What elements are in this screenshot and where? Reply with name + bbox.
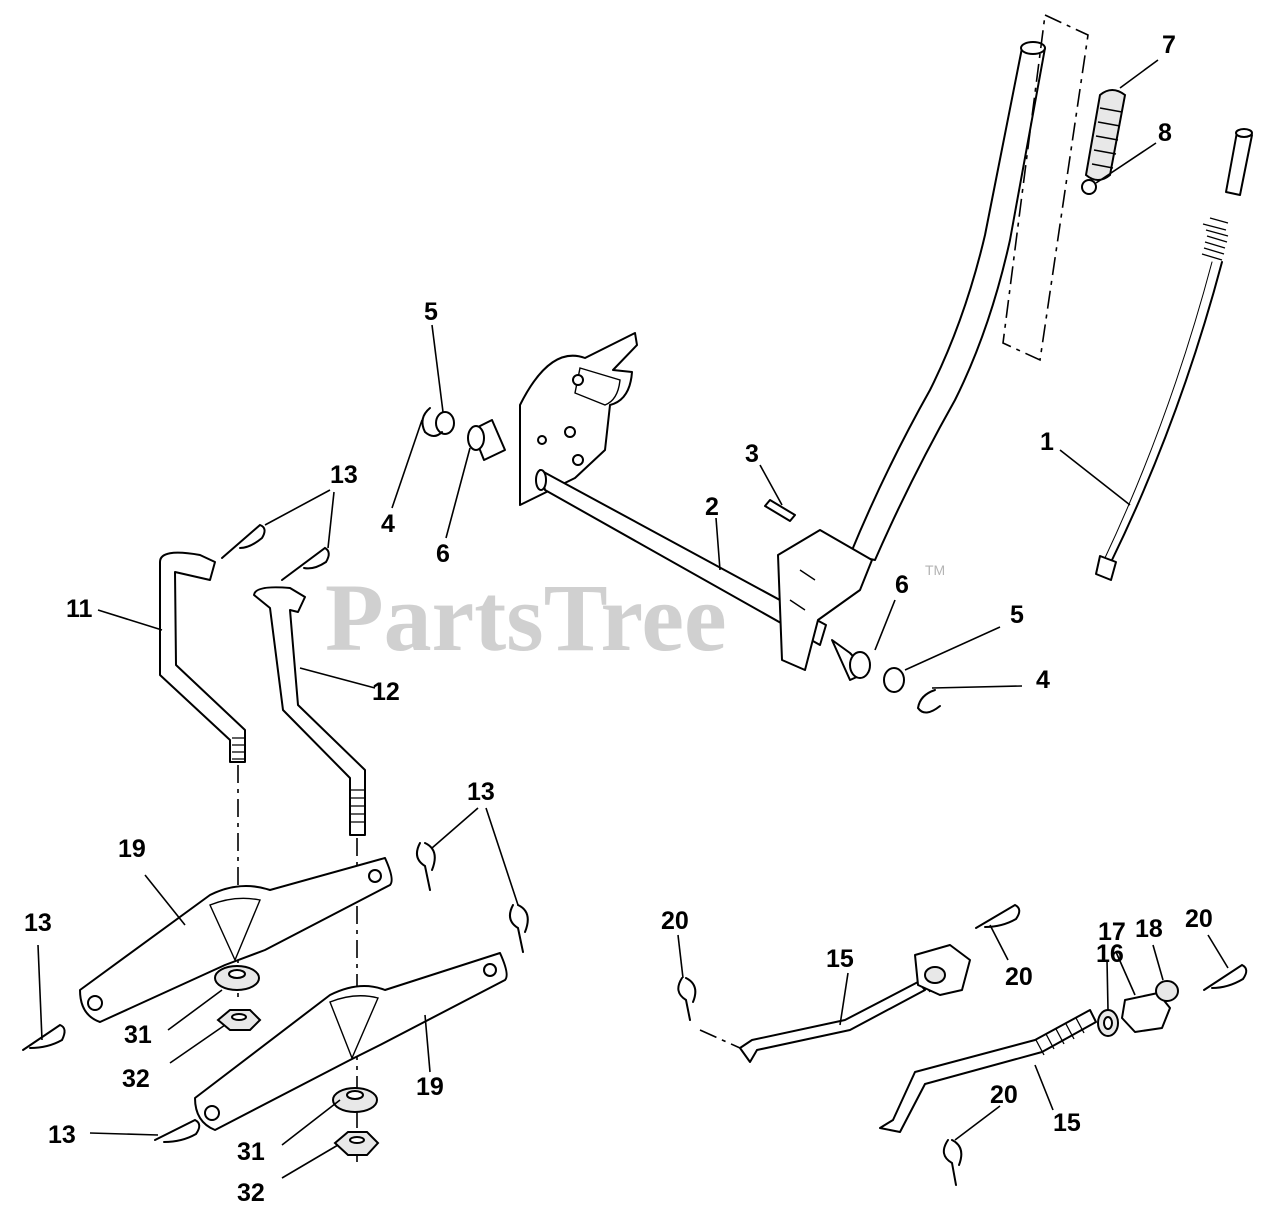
bushing-left[interactable] — [467, 419, 506, 461]
callout-13a: 13 — [330, 461, 358, 489]
handle-outline — [1002, 13, 1089, 362]
hair-pin-top-1[interactable] — [221, 523, 266, 559]
callout-6b: 6 — [895, 571, 909, 599]
handle-ball[interactable] — [1081, 179, 1097, 195]
callout-13c: 13 — [24, 909, 52, 937]
callout-19b: 19 — [416, 1073, 444, 1101]
shaft-bracket — [777, 529, 873, 671]
washer-right[interactable] — [883, 667, 905, 693]
callout-2: 2 — [705, 493, 719, 521]
nut-18[interactable] — [1155, 980, 1179, 1002]
callout-31b: 31 — [237, 1138, 265, 1166]
callout-16: 16 — [1096, 940, 1124, 968]
lift-arm-lower[interactable] — [194, 952, 508, 1131]
callout-12: 12 — [372, 678, 400, 706]
hitch-pin-3[interactable] — [1203, 963, 1248, 991]
watermark: PartsTree TM — [325, 562, 945, 671]
hitch-pin-4[interactable] — [942, 1139, 963, 1186]
callout-13d: 13 — [48, 1121, 76, 1149]
lift-handle[interactable] — [849, 41, 1046, 561]
pivot-plate — [519, 332, 638, 506]
pin[interactable] — [764, 499, 796, 522]
leader-lines — [37, 59, 1229, 1179]
callout-4a: 4 — [381, 510, 395, 538]
callout-11: 11 — [66, 595, 93, 623]
callout-17: 17 — [1098, 918, 1126, 946]
callout-20a: 20 — [661, 907, 689, 935]
callout-15b: 15 — [1053, 1109, 1081, 1137]
hitch-pin-1[interactable] — [677, 977, 697, 1021]
callout-32b: 32 — [237, 1179, 265, 1207]
lift-cable[interactable] — [1095, 128, 1253, 581]
hair-pin-left[interactable] — [22, 1023, 66, 1051]
lift-arm-upper[interactable] — [79, 857, 393, 1023]
handle-grip[interactable] — [1084, 89, 1127, 181]
callout-20c: 20 — [1185, 905, 1213, 933]
watermark-tm: TM — [925, 562, 945, 578]
adjuster-link-upper[interactable] — [739, 944, 971, 1063]
callout-3: 3 — [745, 440, 759, 468]
lift-link-12[interactable] — [253, 586, 366, 836]
callout-20d: 20 — [990, 1081, 1018, 1109]
hair-pin-mid-2[interactable] — [508, 904, 529, 953]
clip-right[interactable] — [916, 689, 941, 714]
callout-18: 18 — [1135, 915, 1163, 943]
callout-7: 7 — [1162, 31, 1176, 59]
bushing-right[interactable] — [831, 639, 871, 681]
callout-15a: 15 — [826, 945, 854, 973]
hair-pin-bottom[interactable] — [154, 1118, 201, 1143]
watermark-brand: PartsTree — [325, 564, 727, 671]
callout-labels: 7 8 1 2 3 5 4 6 13 11 12 6 5 4 13 19 13 … — [24, 31, 1213, 1207]
callout-5b: 5 — [1010, 601, 1024, 629]
lift-link-11[interactable] — [159, 551, 246, 763]
callout-8: 8 — [1158, 119, 1172, 147]
callout-1: 1 — [1040, 428, 1054, 456]
callout-5a: 5 — [424, 298, 438, 326]
hitch-pin-2[interactable] — [975, 903, 1021, 929]
washer-left[interactable] — [435, 411, 455, 435]
hair-pin-top-2[interactable] — [281, 546, 330, 581]
hair-pin-mid-1[interactable] — [415, 842, 436, 891]
adjuster-link-lower[interactable] — [879, 1009, 1097, 1133]
callout-4b: 4 — [1036, 666, 1050, 694]
callout-31a: 31 — [124, 1021, 152, 1049]
callout-20b: 20 — [1005, 963, 1033, 991]
callout-6a: 6 — [436, 540, 450, 568]
callout-13b: 13 — [467, 778, 495, 806]
cross-shaft[interactable] — [535, 469, 827, 646]
clip-left[interactable] — [421, 407, 443, 437]
callout-19a: 19 — [118, 835, 146, 863]
callout-32a: 32 — [122, 1065, 150, 1093]
